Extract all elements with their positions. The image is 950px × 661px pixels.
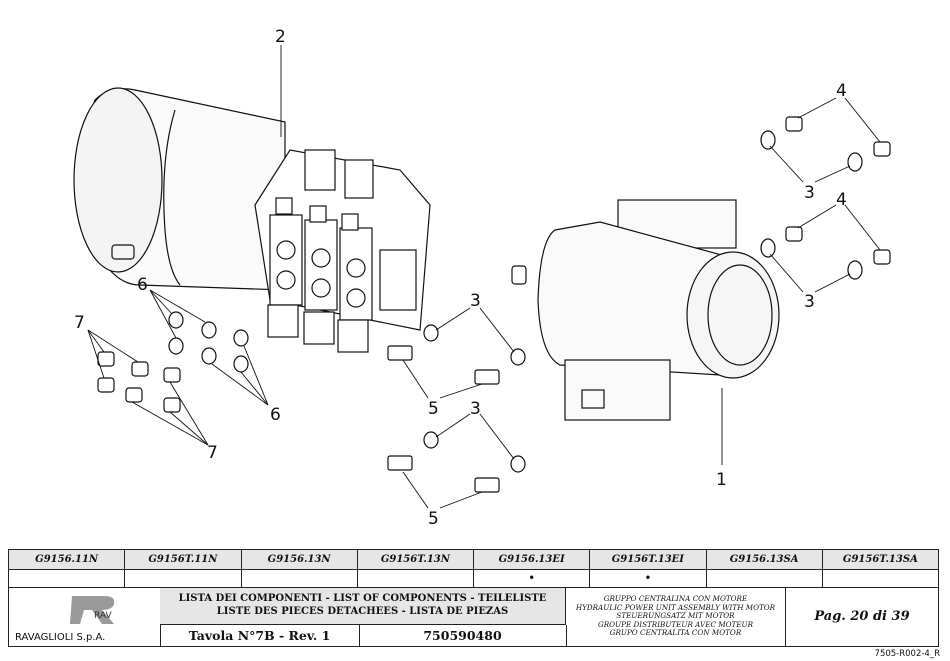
drawing-code: 750590480 xyxy=(359,625,567,646)
callout-7-top: 7 xyxy=(74,313,85,333)
callout-5-top: 5 xyxy=(428,399,439,419)
callout-4-bottom: 4 xyxy=(836,190,847,210)
mark-cell xyxy=(707,569,823,587)
model-mark-row: • • xyxy=(9,569,938,588)
callout-3-right-bottom: 3 xyxy=(804,292,815,312)
table-label: Tavola N°7B - Rev. 1 xyxy=(160,625,360,646)
callout-3-center-bottom: 3 xyxy=(470,399,481,419)
description-de: STEUERUNGSATZ MIT MOTOR xyxy=(616,611,735,621)
model-cell: G9156.11N xyxy=(9,550,126,569)
description-box: GRUPPO CENTRALINA CON MOTORE HYDRAULIC P… xyxy=(566,588,786,646)
model-cell: G9156.13EI xyxy=(474,550,591,569)
description-es: GRUPO CENTRALITA CON MOTOR xyxy=(609,628,742,638)
mark-cell xyxy=(125,569,242,587)
description-it: GRUPPO CENTRALINA CON MOTORE xyxy=(603,594,748,603)
mark-cell xyxy=(823,569,938,587)
reference-code: 7505-R002-4_R xyxy=(874,649,940,659)
valve-block xyxy=(254,149,431,353)
callout-3-center-top: 3 xyxy=(470,291,481,311)
title-block: G9156.11N G9156T.11N G9156.13N G9156T.13… xyxy=(8,549,939,647)
exploded-parts-drawing: 2 1 4 4 3 3 3 3 5 5 6 6 7 7 xyxy=(73,27,891,529)
model-header-row: G9156.11N G9156T.11N G9156.13N G9156T.13… xyxy=(9,550,938,570)
description-en: HYDRAULIC POWER UNIT ASSEMBLY WITH MOTOR xyxy=(575,602,776,612)
washers-bolts-center xyxy=(387,324,526,493)
mark-cell xyxy=(358,569,474,587)
svg-text:RAV: RAV xyxy=(94,611,112,621)
callout-3-right-top: 3 xyxy=(804,183,815,203)
motor-assembly xyxy=(73,87,286,291)
components-title-line1: LISTA DEI COMPONENTI - LIST OF COMPONENT… xyxy=(178,593,547,604)
ravaglioli-logo-icon: RAV xyxy=(70,596,115,624)
model-cell: G9156T.13N xyxy=(358,550,474,569)
callout-7-bottom: 7 xyxy=(207,443,218,463)
components-title: LISTA DEI COMPONENTI - LIST OF COMPONENT… xyxy=(160,588,566,625)
model-cell: G9156.13SA xyxy=(707,550,823,569)
callout-6-bottom: 6 xyxy=(270,405,281,425)
mark-cell xyxy=(9,569,126,587)
washers-nuts-right xyxy=(760,116,891,280)
company-name: RAVAGLIOLI S.p.A. xyxy=(15,632,106,643)
callout-1: 1 xyxy=(716,470,727,490)
mark-cell: • xyxy=(590,569,707,587)
callout-2: 2 xyxy=(275,27,286,47)
model-cell: G9156.13N xyxy=(242,550,358,569)
tank-assembly xyxy=(511,199,780,421)
callout-6-top: 6 xyxy=(137,275,148,295)
description-fr: GROUPE DISTRIBUTEUR AVEC MOTEUR xyxy=(598,619,753,629)
fittings-left xyxy=(97,351,181,413)
company-logo-box: RAV RAVAGLIOLI S.p.A. xyxy=(9,588,161,646)
callout-4-top: 4 xyxy=(836,81,847,101)
leader-lines xyxy=(87,45,881,509)
model-cell: G9156T.13EI xyxy=(590,550,707,569)
mark-cell xyxy=(242,569,358,587)
model-cell: G9156T.13SA xyxy=(842,554,918,565)
callout-5-bottom: 5 xyxy=(428,509,439,529)
seals-left xyxy=(168,311,249,373)
components-title-line2: LISTE DES PIECES DETACHEES - LISTA DE PI… xyxy=(216,606,509,617)
mark-cell: • xyxy=(474,569,591,587)
model-cell: G9156T.11N xyxy=(125,550,242,569)
page-number: Pag. 20 di 39 xyxy=(814,609,910,624)
